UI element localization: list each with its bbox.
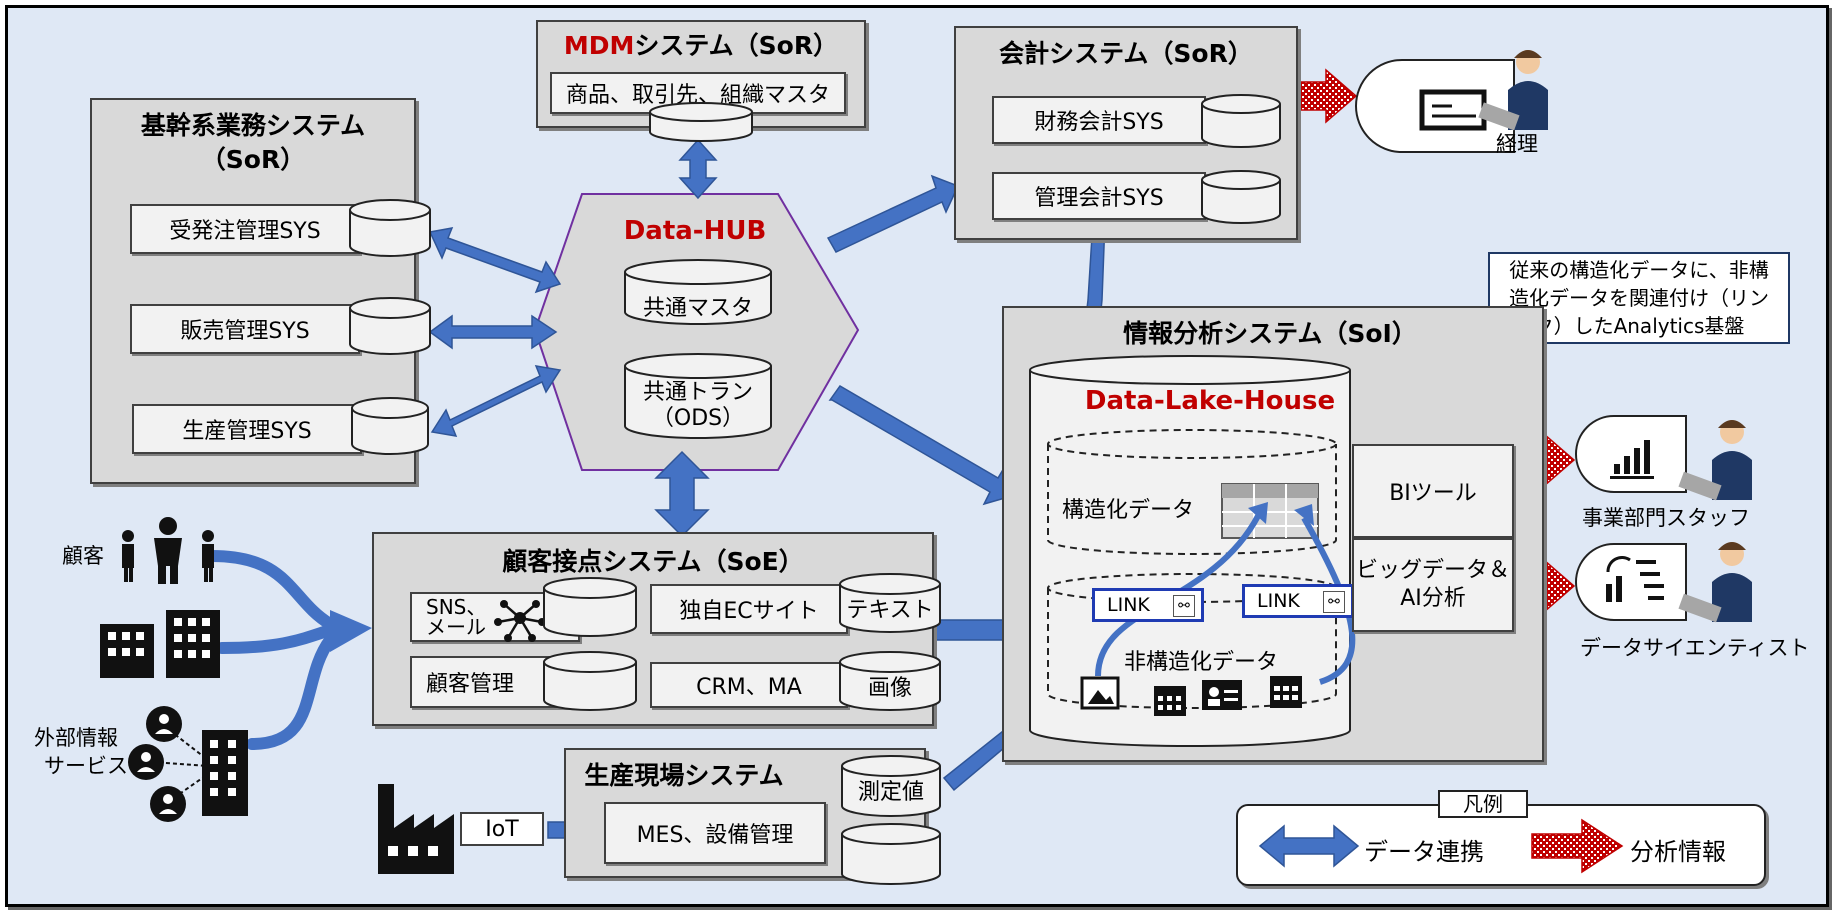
crm-ma-box: CRM、MA bbox=[650, 662, 848, 708]
core-title-line1: 基幹系業務システム bbox=[140, 111, 366, 140]
hub-lake-arrow bbox=[828, 385, 1013, 506]
mdm-hub-arrow bbox=[678, 138, 718, 200]
external-service-label-1: 外部情報 bbox=[34, 726, 118, 750]
mail-label: メール bbox=[426, 615, 486, 639]
common-tran-db bbox=[624, 353, 772, 439]
core-arrow-2 bbox=[428, 314, 558, 350]
lake-house-title: Data-Lake-House bbox=[1084, 386, 1336, 416]
common-tran-label-1: 共通トラン bbox=[642, 380, 753, 405]
link-box-2: LINK ⚯ bbox=[1242, 584, 1354, 618]
soe-title: 顧客接点システム（SoE） bbox=[502, 547, 804, 576]
legend-data-link-arrow bbox=[1258, 824, 1360, 868]
bi-tool-box: BIツール bbox=[1352, 444, 1514, 538]
mdm-db-cylinder bbox=[649, 102, 753, 142]
buildings-icon bbox=[100, 610, 220, 678]
bigdata-label-1: ビッグデータ＆ bbox=[1355, 558, 1510, 583]
scientist-label: データサイエンティスト bbox=[1580, 636, 1810, 660]
analytics-chart-icon bbox=[1606, 556, 1664, 602]
bar-chart-icon bbox=[1610, 440, 1654, 479]
accounting-analysis-arrow bbox=[1291, 68, 1358, 124]
link-box-1: LINK ⚯ bbox=[1092, 588, 1204, 622]
common-tran-label-2: （ODS） bbox=[651, 406, 745, 431]
sns-label: SNS、 bbox=[426, 595, 487, 619]
callout-line2: 造化データを関連付け（リン bbox=[1509, 286, 1769, 310]
unstructured-icons bbox=[1080, 676, 1302, 716]
common-master-db bbox=[624, 259, 772, 325]
bigdata-label-2: AI分析 bbox=[1400, 586, 1466, 611]
management-accounting-sys: 管理会計SYS bbox=[992, 172, 1206, 220]
analytics-title: 情報分析システム（SoI） bbox=[1123, 319, 1417, 348]
legend-analysis-arrow bbox=[1531, 818, 1624, 874]
soe-db-cylinders bbox=[543, 573, 941, 711]
external-flow bbox=[246, 634, 336, 750]
link-share-icon-2: ⚯ bbox=[1323, 591, 1345, 613]
external-service-icon bbox=[128, 706, 248, 822]
image-icon bbox=[1080, 676, 1120, 710]
customer-people-icon bbox=[122, 517, 214, 584]
factory-title: 生産現場システム bbox=[584, 761, 784, 790]
data-hub-title: Data-HUB bbox=[623, 216, 767, 246]
id-card-icon bbox=[1202, 680, 1242, 710]
production-management-sys: 生産管理SYS bbox=[132, 404, 362, 454]
legend-title: 凡例 bbox=[1438, 790, 1528, 818]
hub-accounting-arrow bbox=[826, 174, 960, 253]
customer-flow bbox=[206, 550, 336, 630]
accounting-title: 会計システム（SoR） bbox=[999, 39, 1253, 68]
callout-line3: ク）したAnalytics基盤 bbox=[1533, 314, 1745, 338]
core-arrow-1 bbox=[428, 227, 562, 294]
mdm-title-red: MDM bbox=[563, 31, 635, 60]
text-db-label: テキスト bbox=[846, 598, 934, 623]
accountant-label: 経理 bbox=[1496, 132, 1538, 156]
link-share-icon-1: ⚯ bbox=[1173, 595, 1195, 617]
measure-db-label: 測定値 bbox=[857, 780, 924, 805]
common-master-label: 共通マスタ bbox=[642, 296, 753, 321]
core-title-line2: （SoR） bbox=[200, 145, 306, 174]
accounting-db-cylinders bbox=[1201, 94, 1281, 224]
network-icon bbox=[494, 600, 546, 642]
core-db-cylinders bbox=[349, 199, 431, 455]
business-staff-label: 事業部門スタッフ bbox=[1582, 506, 1750, 530]
scientist-terminal bbox=[1575, 543, 1687, 621]
unstructured-data-label: 非構造化データ bbox=[1124, 650, 1279, 675]
company-flow bbox=[216, 624, 336, 654]
ec-site-box: 独自ECサイト bbox=[650, 584, 848, 634]
legend-data-link-label: データ連携 bbox=[1364, 838, 1484, 866]
core-arrow-3 bbox=[430, 365, 562, 437]
image-db-label: 画像 bbox=[867, 676, 912, 701]
table-icon bbox=[1270, 676, 1302, 708]
bigdata-ai-box: ビッグデータ＆ AI分析 bbox=[1352, 538, 1514, 632]
structured-data-label: 構造化データ bbox=[1062, 498, 1195, 523]
sales-management-sys: 販売管理SYS bbox=[130, 304, 360, 354]
scientist-person-icon bbox=[1678, 542, 1752, 623]
factory-db-cylinders bbox=[841, 755, 941, 885]
factory-icon bbox=[378, 784, 454, 874]
link-label-1: LINK bbox=[1107, 594, 1150, 616]
mdm-title-rest: システム（SoR） bbox=[634, 31, 839, 60]
callout-line1: 従来の構造化データに、非構 bbox=[1509, 258, 1769, 282]
business-staff-terminal bbox=[1575, 415, 1687, 493]
legend-analysis-label: 分析情報 bbox=[1630, 838, 1726, 866]
iot-box: IoT bbox=[460, 812, 544, 846]
calendar-icon bbox=[1154, 686, 1186, 716]
mdm-title: MDMシステム（SoR） bbox=[536, 26, 866, 62]
customer-label: 顧客 bbox=[62, 544, 104, 568]
accountant-person-icon bbox=[1478, 50, 1548, 131]
external-service-label-2: サービス bbox=[44, 754, 128, 778]
link-label-2: LINK bbox=[1257, 590, 1300, 612]
mes-box: MES、設備管理 bbox=[604, 802, 826, 864]
order-management-sys: 受発注管理SYS bbox=[130, 204, 360, 254]
financial-accounting-sys: 財務会計SYS bbox=[992, 96, 1206, 144]
business-staff-person-icon bbox=[1678, 420, 1752, 501]
